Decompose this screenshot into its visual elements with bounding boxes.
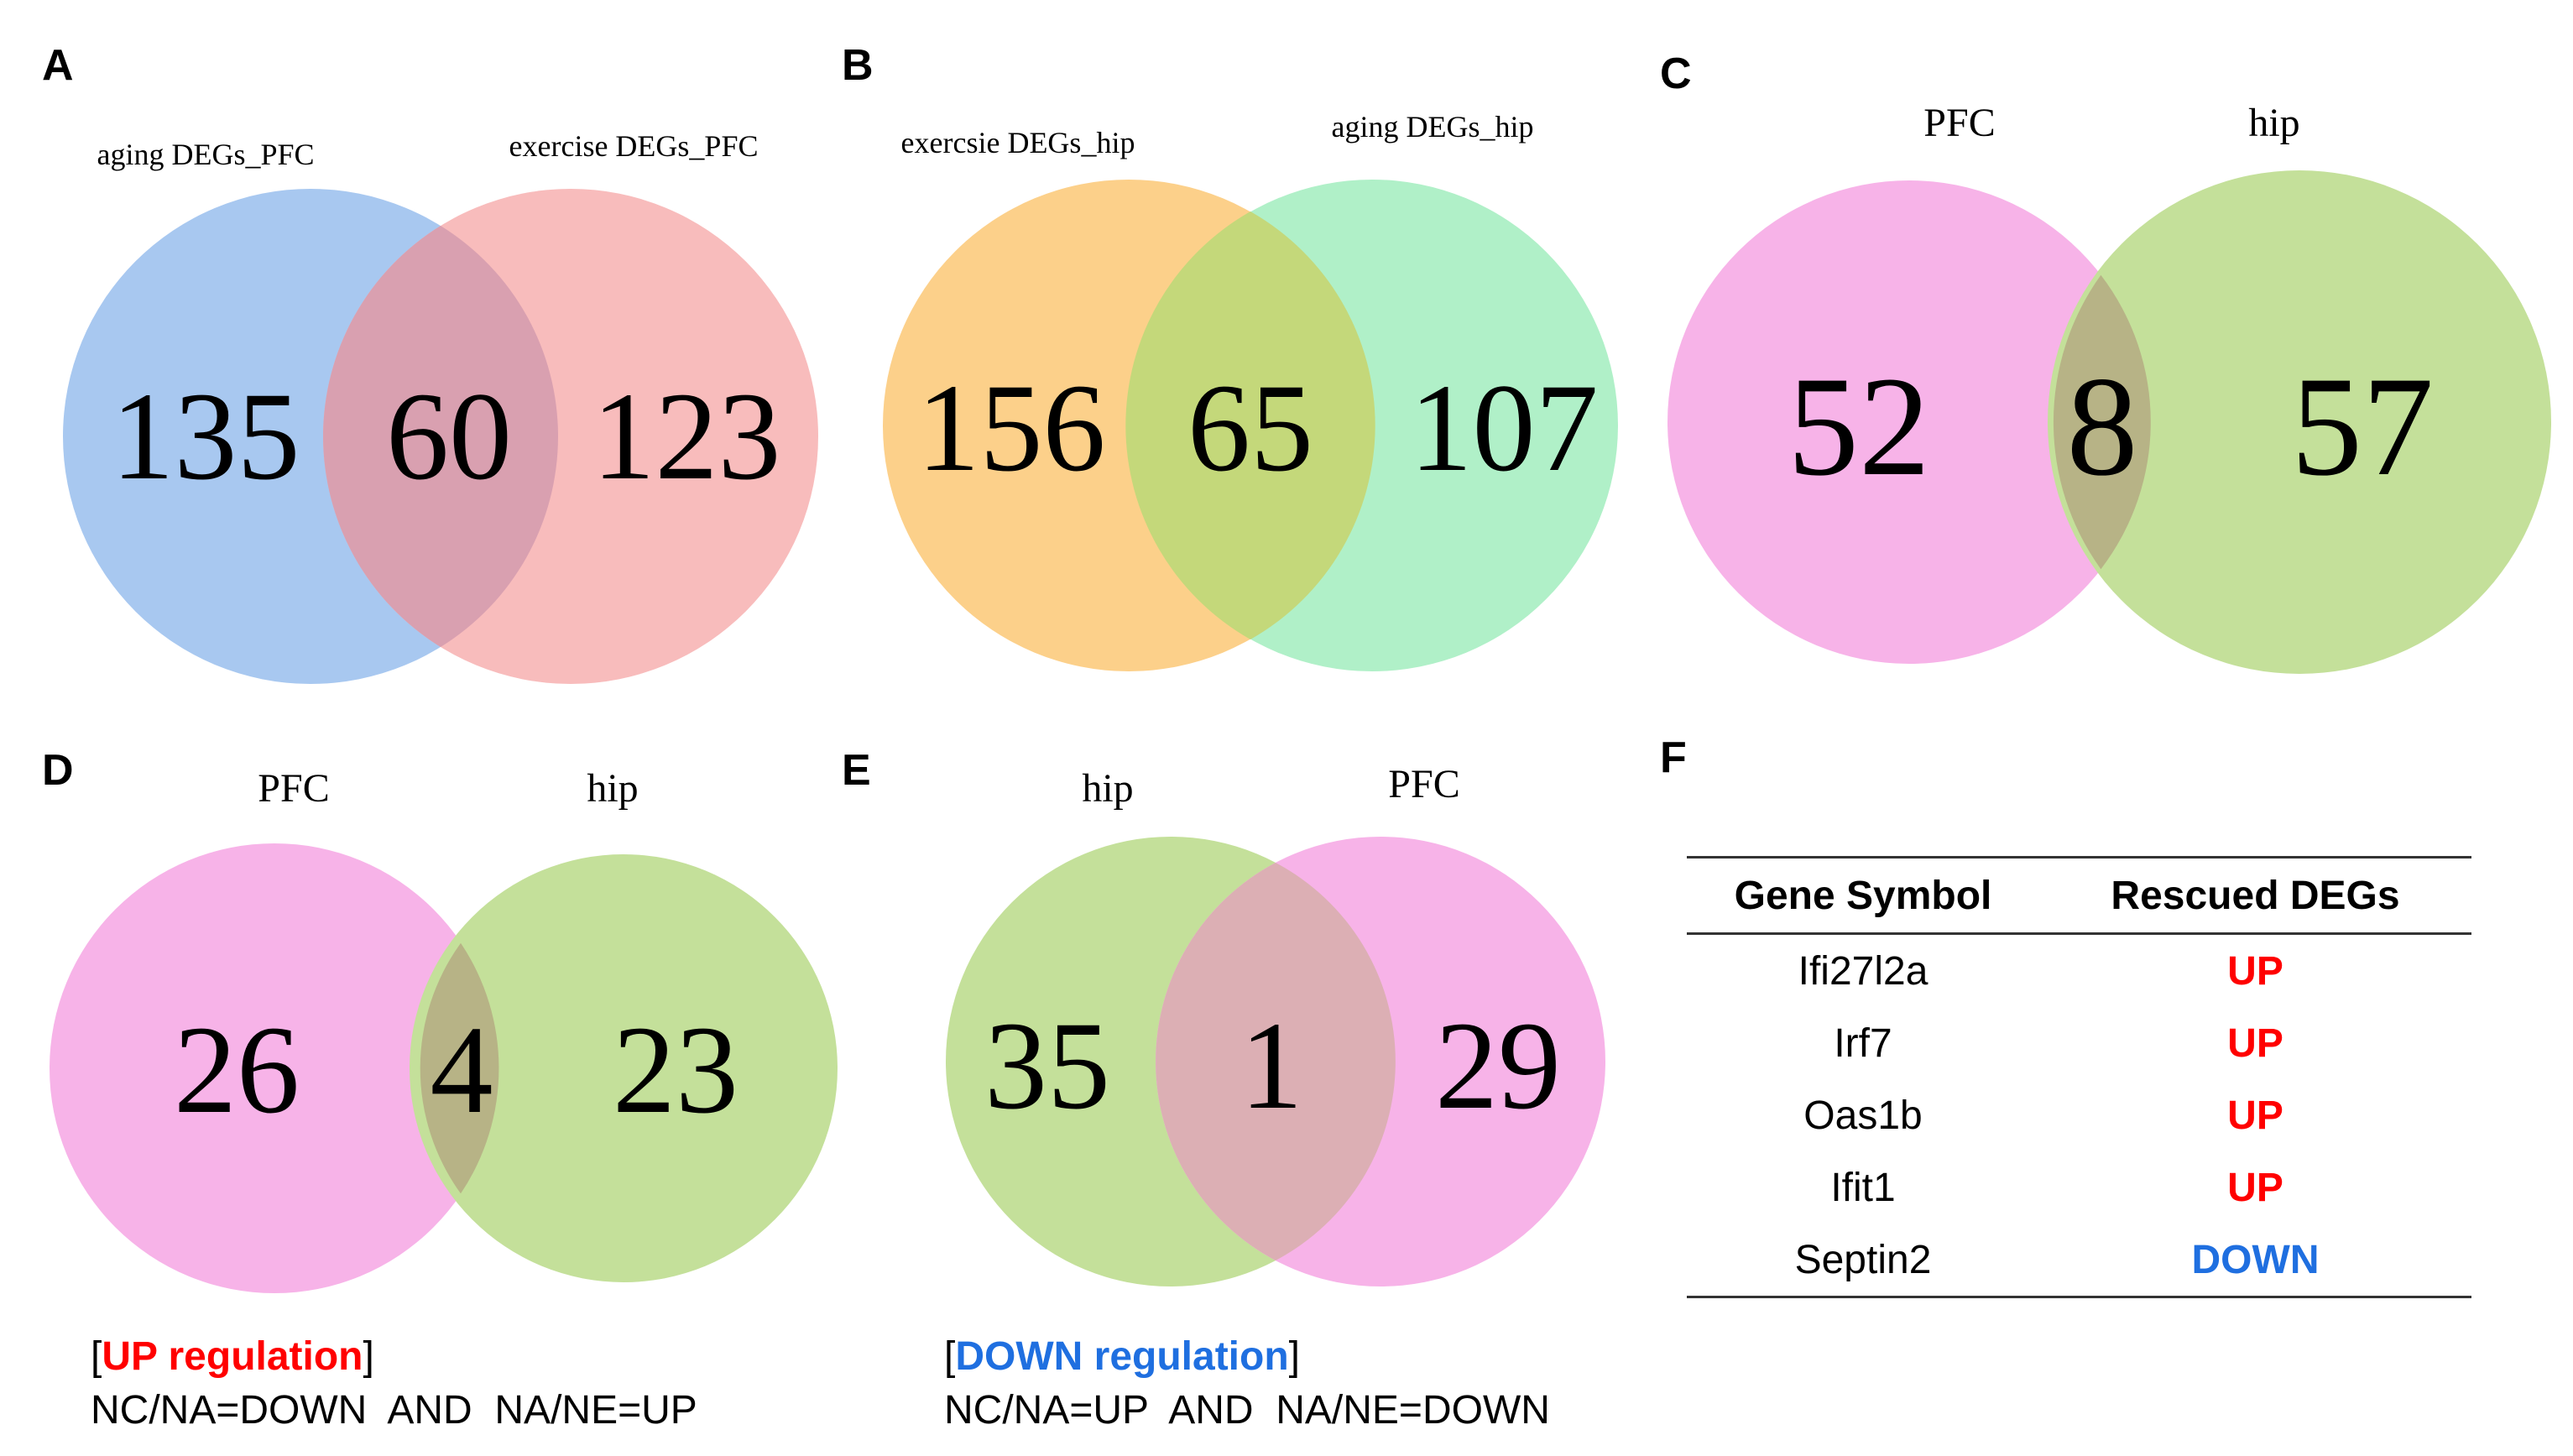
panel-b: B exercsie DEGs_hip aging DEGs_hip 156 6…	[842, 41, 1618, 671]
venn-c-left-circle	[1667, 180, 2151, 664]
set-label-c-hip: hip	[2248, 101, 2299, 145]
venn-a-overlap	[322, 226, 559, 647]
set-label-aging-hip: aging DEGs_hip	[1332, 110, 1534, 144]
set-label-exercise-hip: exercsie DEGs_hip	[901, 126, 1135, 159]
gene-cell: Ifit1	[1830, 1165, 1896, 1210]
venn-b-right-count: 107	[1410, 358, 1599, 498]
legend-down-regulation: [DOWN regulation] NC/NA=UP AND NA/NE=DOW…	[944, 1330, 1550, 1438]
panel-letter-a: A	[42, 41, 74, 90]
status-cell: UP	[2227, 1020, 2283, 1066]
venn-d-left-circle	[50, 843, 499, 1293]
set-label-e-pfc: PFC	[1388, 762, 1459, 806]
set-label-aging-pfc: aging DEGs_PFC	[97, 138, 314, 171]
panel-a: A aging DEGs_PFC exercise DEGs_PFC 135 6…	[42, 41, 818, 684]
venn-a-right-count: 123	[592, 367, 781, 506]
legend-down-label: DOWN regulation	[955, 1334, 1289, 1379]
header-rescued-degs: Rescued DEGs	[2111, 873, 2400, 918]
table-row: Septin2 DOWN	[1687, 1224, 2471, 1297]
status-cell: UP	[2227, 1093, 2283, 1138]
gene-cell: Oas1b	[1803, 1093, 1923, 1138]
set-label-c-pfc: PFC	[1923, 101, 1995, 145]
venn-e-overlap	[1156, 863, 1396, 1260]
venn-e-left-count: 35	[984, 996, 1110, 1135]
set-label-exercise-pfc: exercise DEGs_PFC	[509, 129, 759, 163]
table-row: Ifi27l2a UP	[1687, 934, 2471, 1008]
gene-cell: Septin2	[1794, 1237, 1932, 1282]
venn-c-left-count: 52	[1788, 347, 1930, 505]
legend-up-close-bracket: ]	[363, 1334, 374, 1379]
legend-down-rule: NC/NA=UP AND NA/NE=DOWN	[944, 1388, 1550, 1433]
table-row: Oas1b UP	[1687, 1079, 2471, 1151]
venn-d-right-circle	[410, 854, 838, 1282]
venn-a-overlap-count: 60	[386, 367, 512, 506]
legend-up-regulation: [UP regulation] NC/NA=DOWN AND NA/NE=UP	[91, 1330, 697, 1438]
panel-letter-e: E	[842, 746, 871, 795]
panel-letter-b: B	[842, 41, 874, 90]
venn-b-left-count: 156	[917, 358, 1106, 498]
venn-b-overlap-count: 65	[1187, 358, 1313, 498]
panel-letter-c: C	[1660, 50, 1692, 98]
table-row: Ifit1 UP	[1687, 1151, 2471, 1224]
rescued-degs-table: Gene Symbol Rescued DEGs Ifi27l2a UP Irf…	[1687, 856, 2471, 1298]
header-gene-symbol: Gene Symbol	[1734, 873, 1992, 918]
venn-c-overlap	[2053, 274, 2151, 570]
set-label-d-pfc: PFC	[258, 766, 329, 811]
venn-b-overlap	[1125, 211, 1375, 639]
table-header-row: Gene Symbol Rescued DEGs	[1687, 857, 2471, 934]
venn-a-left-count: 135	[112, 367, 300, 506]
venn-d-right-count: 23	[613, 1000, 738, 1140]
legend-down-close-bracket: ]	[1288, 1334, 1300, 1379]
panel-d: D PFC hip 26 4 23	[42, 746, 838, 1293]
legend-up-label: UP regulation	[102, 1334, 363, 1379]
legend-down-open-bracket: [	[944, 1334, 956, 1379]
set-label-e-hip: hip	[1082, 766, 1133, 811]
table-row: Irf7 UP	[1687, 1007, 2471, 1079]
status-cell: UP	[2227, 948, 2283, 994]
set-label-d-hip: hip	[587, 766, 638, 811]
gene-cell: Irf7	[1834, 1020, 1892, 1066]
panel-e: E hip PFC 35 1 29	[842, 746, 1605, 1286]
legend-down-title: [DOWN regulation]	[944, 1330, 1550, 1384]
venn-d-overlap-count: 4	[431, 1000, 493, 1140]
venn-e-overlap-count: 1	[1240, 996, 1303, 1135]
venn-c-right-count: 57	[2291, 347, 2434, 505]
venn-e-right-count: 29	[1435, 996, 1561, 1135]
gene-cell: Ifi27l2a	[1798, 948, 1928, 994]
venn-d-overlap	[420, 942, 499, 1194]
venn-c-overlap-count: 8	[2067, 347, 2138, 505]
panel-c: C PFC hip 52 8 57	[1660, 50, 2551, 674]
legend-up-open-bracket: [	[91, 1334, 102, 1379]
status-cell: DOWN	[2191, 1237, 2320, 1282]
legend-up-rule: NC/NA=DOWN AND NA/NE=UP	[91, 1388, 697, 1433]
panel-letter-d: D	[42, 746, 74, 795]
panel-letter-f: F	[1660, 733, 1687, 782]
legend-up-title: [UP regulation]	[91, 1330, 697, 1384]
venn-d-left-count: 26	[174, 1000, 300, 1140]
venn-c-right-circle	[2048, 170, 2551, 674]
status-cell: UP	[2227, 1165, 2283, 1210]
